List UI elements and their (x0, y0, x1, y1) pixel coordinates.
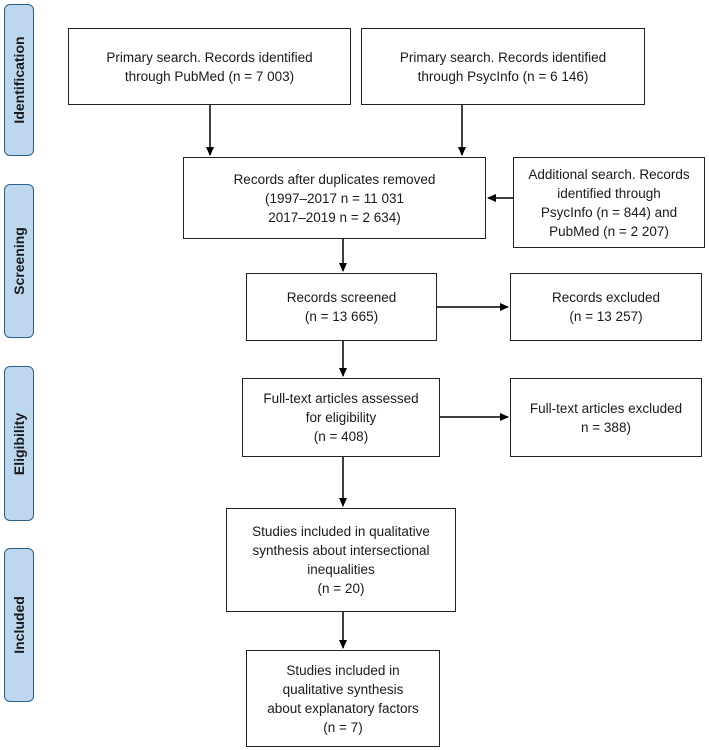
box-duplicates-removed: Records after duplicates removed (1997–2… (183, 157, 486, 239)
box-psycinfo: Primary search. Records identified throu… (361, 28, 645, 105)
box-additional-search: Additional search. Records identified th… (513, 157, 705, 248)
phase-included: Included (4, 548, 34, 702)
box-pubmed: Primary search. Records identified throu… (68, 28, 351, 105)
box-included-intersectional-text: Studies included in qualitative synthesi… (252, 524, 430, 596)
phase-identification: Identification (4, 4, 34, 156)
phase-eligibility: Eligibility (4, 366, 34, 521)
box-fulltext-assessed: Full-text articles assessed for eligibil… (242, 378, 440, 457)
box-records-screened: Records screened (n = 13 665) (246, 273, 437, 341)
box-records-excluded: Records excluded (n = 13 257) (510, 273, 702, 341)
phase-screening: Screening (4, 184, 34, 338)
box-psycinfo-text: Primary search. Records identified throu… (399, 49, 607, 84)
box-pubmed-text: Primary search. Records identified throu… (106, 49, 313, 84)
box-fulltext-excluded: Full-text articles excluded n = 388) (510, 378, 702, 457)
box-fulltext-assessed-text: Full-text articles assessed for eligibil… (263, 391, 419, 444)
box-included-intersectional: Studies included in qualitative synthesi… (226, 508, 456, 612)
box-records-excluded-text: Records excluded (n = 13 257) (551, 290, 661, 324)
box-included-explanatory-text: Studies included in qualitative synthesi… (267, 662, 419, 735)
box-additional-search-text: Additional search. Records identified th… (528, 166, 690, 239)
box-records-screened-text: Records screened (n = 13 665) (286, 290, 397, 324)
box-included-explanatory: Studies included in qualitative synthesi… (246, 650, 440, 747)
box-fulltext-excluded-text: Full-text articles excluded n = 388) (529, 400, 683, 435)
box-duplicates-removed-text: Records after duplicates removed (1997–2… (233, 171, 436, 225)
